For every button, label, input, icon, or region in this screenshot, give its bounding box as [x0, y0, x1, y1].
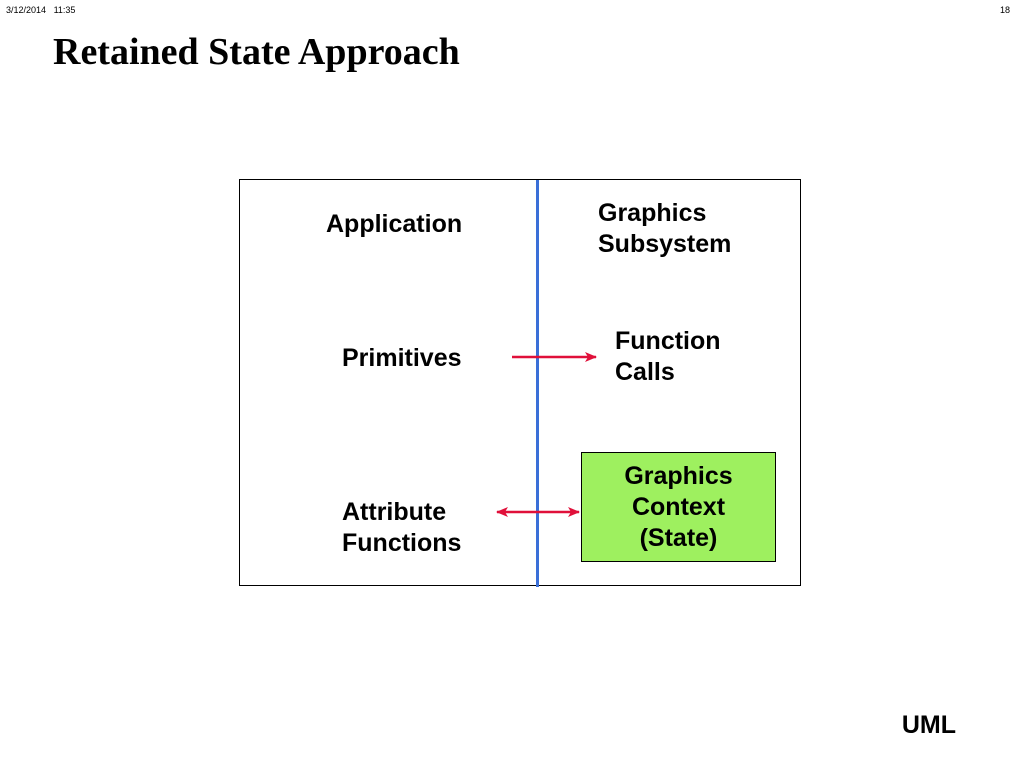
graphics-subsystem-line-1: Graphics [598, 199, 707, 227]
slide-page-number: 18 [999, 5, 1010, 15]
slide-title: Retained State Approach [53, 31, 460, 73]
graphics-context-line-1: Graphics [624, 461, 733, 490]
attribute-functions-line-2: Functions [342, 529, 462, 557]
function-calls-line-1: Function [615, 327, 721, 355]
attribute-functions-line-1: Attribute [342, 498, 447, 526]
layer-divider-line [536, 180, 539, 587]
graphics-subsystem-label: Graphics Subsystem [598, 198, 731, 260]
slide-time-text: 11:35 [53, 5, 76, 15]
graphics-context-box: Graphics Context (State) [581, 452, 776, 562]
diagram-frame [239, 179, 801, 586]
application-label: Application [326, 210, 463, 238]
slide-date-text: 3/12/2014 [6, 5, 47, 15]
function-calls-label: Function Calls [615, 326, 721, 388]
graphics-context-line-3: (State) [639, 523, 718, 552]
slide-date: 3/12/2014 11:35 [6, 5, 75, 15]
function-calls-line-2: Calls [615, 358, 675, 386]
primitives-label: Primitives [342, 344, 462, 372]
graphics-context-line-2: Context [631, 492, 726, 521]
graphics-subsystem-line-2: Subsystem [598, 230, 732, 258]
footer-label: UML [901, 711, 956, 739]
attribute-functions-label: Attribute Functions [342, 497, 461, 559]
